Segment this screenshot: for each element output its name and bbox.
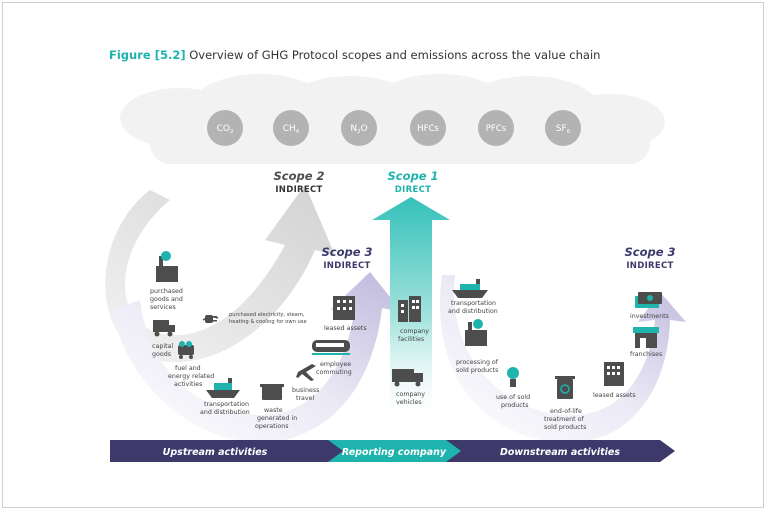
forklift-icon: [153, 320, 175, 337]
label-franchises: franchises: [630, 351, 662, 358]
recycle-bin-icon: [555, 376, 575, 399]
scope3-upstream-arrow: [112, 272, 402, 443]
label-purchased-electricity: purchased electricity, steam, heating & …: [229, 312, 307, 325]
factory-icon: [156, 251, 178, 282]
band-downstream: [446, 440, 675, 462]
label-capital-goods: capital goods: [152, 343, 175, 358]
band-downstream-label: Downstream activities: [500, 447, 620, 458]
svg-text:INDIRECT: INDIRECT: [323, 261, 370, 271]
band-reporting: [328, 440, 463, 462]
svg-text:HFCs: HFCs: [417, 124, 439, 134]
band-upstream: [110, 440, 345, 462]
scope2-arrow: [105, 185, 335, 363]
ship-icon: [206, 378, 240, 398]
label-waste: waste generated in operations: [255, 407, 299, 430]
label-business-travel: business travel: [292, 387, 321, 402]
svg-text:Scope 3: Scope 3: [321, 245, 372, 259]
label-processing: processing of sold products: [456, 359, 500, 374]
scope3-downstream-arrow: [440, 275, 686, 443]
gas-pfcs: PFCs: [478, 110, 514, 146]
svg-text:INDIRECT: INDIRECT: [626, 261, 673, 271]
svg-text:SF6: SF6: [556, 124, 571, 135]
band-reporting-label: Reporting company: [342, 447, 447, 458]
svg-text:DIRECT: DIRECT: [395, 185, 431, 195]
label-leased-assets-upstream: leased assets: [324, 325, 367, 332]
gas-list: CO2 CH4 N2O HFCs PFCs SF6: [207, 110, 581, 146]
label-end-of-life: end-of-life treatment of sold products: [544, 408, 586, 431]
gas-ch4: CH4: [273, 110, 309, 146]
band-upstream-label: Upstream activities: [163, 447, 268, 458]
scope1-title: Scope 1 DIRECT: [387, 169, 438, 195]
cloud-background: [120, 74, 665, 164]
dumpster-icon: [260, 384, 284, 400]
label-leased-assets-downstream: leased assets: [593, 392, 636, 399]
gas-co2: CO2: [207, 110, 243, 146]
delivery-truck-icon: [392, 369, 423, 387]
svg-text:CO2: CO2: [217, 124, 234, 135]
coal-cart-icon: [178, 341, 194, 359]
storefront-icon: [633, 327, 659, 348]
plug-icon: [202, 315, 219, 323]
scope3-upstream-title: Scope 3 INDIRECT: [321, 245, 372, 271]
activity-band: Upstream activities Reporting company Do…: [110, 440, 675, 462]
svg-text:PFCs: PFCs: [486, 124, 507, 134]
svg-text:Scope 3: Scope 3: [624, 245, 675, 259]
office-building-icon: [398, 296, 421, 322]
figure-title: Figure [5.2] Overview of GHG Protocol sc…: [109, 48, 600, 62]
money-icon: [635, 292, 662, 308]
svg-text:INDIRECT: INDIRECT: [275, 185, 322, 195]
airplane-icon: [296, 364, 316, 381]
gas-hfcs: HFCs: [410, 110, 446, 146]
label-fuel-energy: fuel and energy related activities: [168, 365, 216, 388]
label-company-facilities: company facilities: [398, 328, 431, 343]
label-employee-commuting: employee commuting: [316, 361, 353, 376]
apartment-icon: [604, 362, 624, 386]
scope3-downstream-title: Scope 3 INDIRECT: [624, 245, 675, 271]
gas-sf6: SF6: [545, 110, 581, 146]
factory-icon-downstream: [465, 319, 487, 346]
label-purchased-goods: purchased goods and services: [150, 288, 185, 311]
figure-number: Figure [5.2]: [109, 48, 186, 62]
light-bulb-icon: [507, 367, 519, 387]
label-company-vehicles: company vehicles: [396, 391, 427, 406]
gas-n2o: N2O: [341, 110, 377, 146]
label-investments: investments: [630, 313, 669, 320]
svg-text:CH4: CH4: [283, 124, 300, 135]
scope2-title: Scope 2 INDIRECT: [273, 169, 324, 195]
figure-caption: Overview of GHG Protocol scopes and emis…: [189, 48, 601, 62]
label-transport-downstream: transportation and distribution: [448, 300, 498, 315]
building-icon: [333, 296, 355, 320]
label-use-of-sold-products: use of sold products: [496, 394, 532, 409]
label-transport-upstream: transportation and distribution: [200, 401, 251, 416]
svg-text:Scope 2: Scope 2: [273, 169, 324, 183]
ship-icon-downstream: [452, 279, 488, 298]
svg-text:Scope 1: Scope 1: [387, 169, 438, 183]
svg-text:N2O: N2O: [350, 124, 367, 135]
train-icon: [312, 340, 350, 355]
